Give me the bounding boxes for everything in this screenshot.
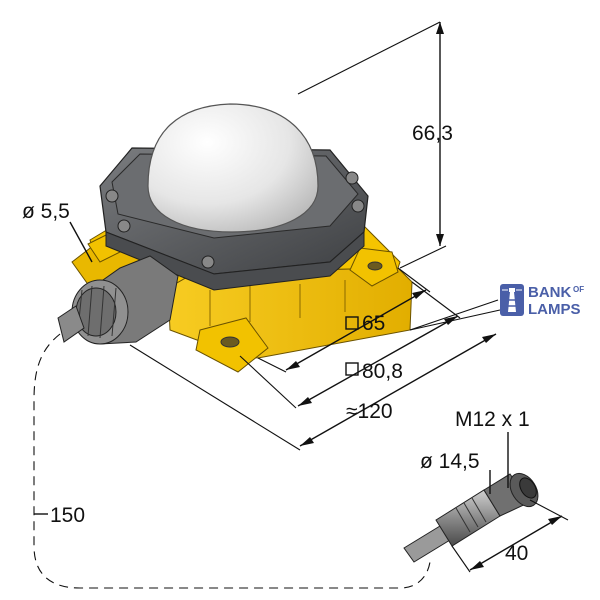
m12-connector — [403, 472, 539, 563]
label-cable-length: 150 — [50, 504, 85, 527]
label-approx-120: ≈120 — [346, 400, 393, 423]
logo-line2: LAMPS — [528, 301, 581, 318]
dimension-lines — [34, 21, 569, 573]
screw-bottom-left — [117, 219, 131, 233]
label-connector-length: 40 — [505, 542, 528, 565]
dome-lens — [147, 103, 319, 233]
mounting-hole — [220, 336, 240, 348]
cable-stub — [57, 305, 85, 343]
dimension-labels: 66,3 ø 5,5 65 80,8 ≈120 150 M12 x 1 ø 14… — [22, 122, 530, 565]
screw-bottom-right — [201, 255, 215, 269]
lighthouse-icon — [500, 284, 524, 316]
label-square-80: 80,8 — [362, 360, 403, 383]
logo-line1: BANK — [528, 284, 571, 301]
label-connector-diameter: ø 14,5 — [420, 450, 480, 473]
cable-dashed — [33, 333, 431, 589]
sensor-housing — [57, 103, 413, 373]
label-height: 66,3 — [412, 122, 453, 145]
bank-of-lamps-logo: BANK OF LAMPS — [500, 284, 584, 318]
screw-right — [351, 199, 365, 213]
screw-top-left — [105, 189, 119, 203]
cable-gland — [71, 255, 179, 345]
label-hole-diameter: ø 5,5 — [22, 200, 70, 223]
label-square-65: 65 — [362, 312, 385, 335]
label-thread: M12 x 1 — [455, 408, 530, 431]
square-symbol-80 — [345, 362, 359, 376]
square-symbol-65 — [345, 316, 359, 330]
logo-line1-small: OF — [573, 285, 584, 294]
mounting-hole-right — [367, 261, 383, 271]
screw-top-right — [345, 171, 359, 185]
